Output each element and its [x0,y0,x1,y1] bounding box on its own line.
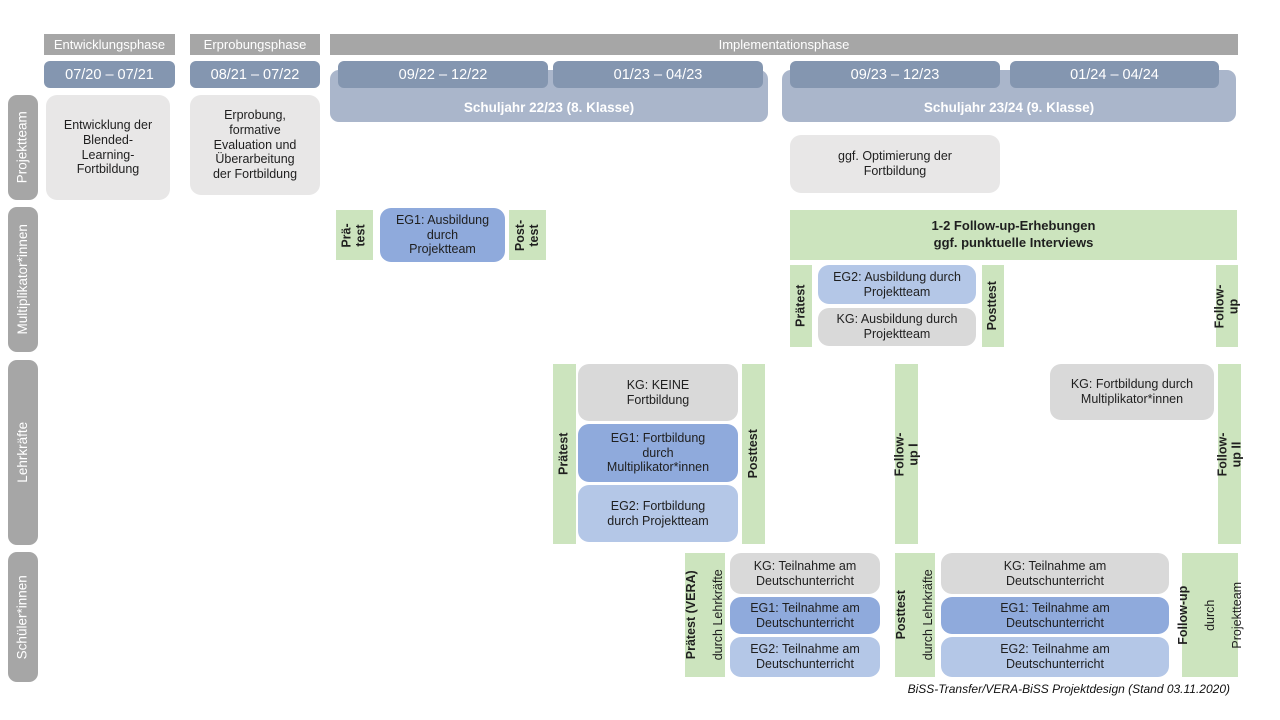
strip-followup-projektteam: Follow-up durch Projektteam [1175,553,1243,677]
box-entwicklung-fortbildung: Entwicklung der Blended- Learning- Fortb… [46,95,170,200]
followup-sublabel-durch: durch [1202,599,1217,631]
date-range-0923-1223: 09/23 – 12/23 [790,61,1000,88]
box-kg-keine-fortbildung: KG: KEINE Fortbildung [578,364,738,421]
box-followup-erhebungen: 1-2 Follow-up-Erhebungen ggf. punktuelle… [790,210,1237,260]
box-eg1-teilnahme-1: EG1: Teilnahme am Deutschunterricht [730,597,880,634]
strip-praetest-lehrkraefte-text: Prätest [556,432,571,476]
posttest-label: Posttest [893,590,908,640]
strip-posttest-multiplikatorinnen-1: Post- test [509,210,546,260]
row-label-lehrkraefte-text: Lehrkräfte [14,422,30,483]
strip-praetest-vera-text: Prätest (VERA) durch Lehrkräfte [671,569,739,660]
box-eg2-ausbildung: EG2: Ausbildung durch Projektteam [818,265,976,304]
strip-posttest-multiplikatorinnen-2-text: Posttest [985,281,1000,331]
row-label-projektteam: Projektteam [8,95,38,200]
strip-followup-multiplikatorinnen-text: Follow-up [1212,284,1241,328]
phase-bar-implementationsphase: Implementationsphase [330,34,1238,55]
date-range-0124-0424: 01/24 – 04/24 [1010,61,1219,88]
date-range-0123-0423: 01/23 – 04/23 [553,61,763,88]
strip-praetest-multiplikatorinnen-1-text: Prä- test [339,222,368,248]
box-eg1-teilnahme-2: EG1: Teilnahme am Deutschunterricht [941,597,1169,634]
strip-praetest-multiplikatorinnen-2: Prätest [790,265,812,347]
strip-posttest-lehrkraefte: Posttest [742,364,765,544]
strip-followup-1-text: Follow-up I [892,432,920,476]
phase-bar-erprobungsphase: Erprobungsphase [190,34,320,55]
followup-sublabel-projektteam: Projektteam [1229,581,1244,649]
box-kg-teilnahme-1: KG: Teilnahme am Deutschunterricht [730,553,880,594]
box-eg2-teilnahme-2: EG2: Teilnahme am Deutschunterricht [941,637,1169,677]
box-eg2-teilnahme-1: EG2: Teilnahme am Deutschunterricht [730,637,880,677]
praetest-vera-sublabel: durch Lehrkräfte [710,569,725,661]
box-optimierung-fortbildung: ggf. Optimierung der Fortbildung [790,135,1000,193]
strip-followup-2: Follow-up II [1215,364,1243,544]
praetest-vera-label: Prätest (VERA) [683,570,698,660]
row-label-lehrkraefte: Lehrkräfte [8,360,38,545]
caption: BiSS-Transfer/VERA-BiSS Projektdesign (S… [907,682,1230,696]
row-label-schuelerinnen: Schüler*innen [8,552,38,682]
phase-bar-entwicklungsphase: Entwicklungsphase [44,34,175,55]
box-kg-ausbildung: KG: Ausbildung durch Projektteam [818,308,976,346]
strip-praetest-vera: Prätest (VERA) durch Lehrkräfte [684,553,725,677]
strip-posttest-schueler-text: Posttest durch Lehrkräfte [881,569,949,660]
date-range-0922-1222: 09/22 – 12/22 [338,61,548,88]
row-label-multiplikatorinnen-text: Multiplikator*innen [14,224,30,335]
row-label-projektteam-text: Projektteam [14,111,30,184]
box-eg2-fortbildung: EG2: Fortbildung durch Projektteam [578,485,738,542]
strip-posttest-multiplikatorinnen-2: Posttest [982,265,1004,347]
posttest-sublabel: durch Lehrkräfte [920,569,935,661]
row-label-multiplikatorinnen: Multiplikator*innen [8,207,38,352]
box-eg1-fortbildung: EG1: Fortbildung durch Multiplikator*inn… [578,424,738,482]
date-range-0720-0721: 07/20 – 07/21 [44,61,175,88]
strip-praetest-multiplikatorinnen-1: Prä- test [336,210,373,260]
strip-posttest-multiplikatorinnen-1-text: Post- test [513,219,541,251]
strip-praetest-multiplikatorinnen-2-text: Prätest [793,284,808,328]
strip-followup-projektteam-text: Follow-up durch Projektteam [1163,582,1258,649]
box-kg-teilnahme-2: KG: Teilnahme am Deutschunterricht [941,553,1169,594]
strip-praetest-lehrkraefte: Prätest [553,364,576,544]
strip-followup-multiplikatorinnen: Follow-up [1212,265,1241,347]
box-erprobung-evaluation: Erprobung, formative Evaluation und Über… [190,95,320,195]
strip-posttest-schueler: Posttest durch Lehrkräfte [894,553,935,677]
row-label-schuelerinnen-text: Schüler*innen [14,574,30,660]
date-range-0821-0722: 08/21 – 07/22 [190,61,320,88]
box-kg-fortbildung-multiplikatorinnen: KG: Fortbildung durch Multiplikator*inne… [1050,364,1214,420]
followup-label: Follow-up [1175,585,1190,645]
strip-followup-1: Follow-up I [892,364,920,544]
strip-followup-2-text: Follow-up II [1215,432,1243,476]
strip-posttest-lehrkraefte-text: Posttest [745,429,760,479]
box-eg1-ausbildung: EG1: Ausbildung durch Projektteam [380,208,505,262]
